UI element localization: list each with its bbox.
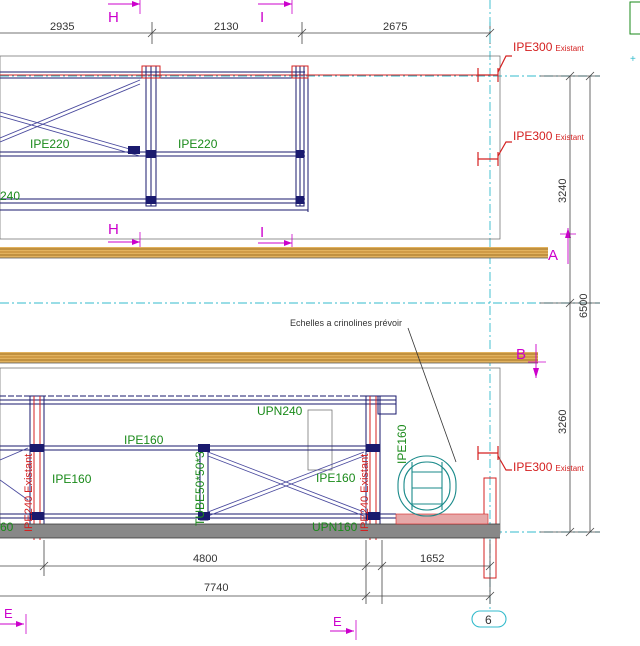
bottom-dimension-lines [0, 540, 495, 604]
upper-bay-outline [0, 55, 501, 240]
dim-bottom-4800: 4800 [193, 553, 217, 565]
beam-label-ipe240-existant-left: IPE240 Existant [23, 454, 35, 532]
dim-right-3240: 3240 [557, 179, 569, 203]
leader-line-ladder [407, 327, 457, 463]
upper-bay-connectors [128, 146, 304, 204]
annotation-ladder: Echelles a crinolines prévoir [290, 318, 402, 328]
beam-label-upn160: UPN160 [312, 520, 358, 534]
section-mark-b: B [516, 344, 546, 378]
dim-right-6500: 6500 [578, 294, 590, 318]
beam-label-upn160-partial: 60 [0, 520, 14, 534]
svg-text:E: E [4, 606, 13, 621]
beam-label-ipe240-existant-right: IPE240 Existant [359, 454, 371, 532]
svg-text:I: I [260, 224, 264, 241]
existing-ipe300-marker-1 [477, 55, 512, 82]
section-mark-e-right: E [330, 614, 357, 640]
beam-label-ipe160-top: IPE160 [124, 433, 164, 447]
svg-text:B: B [516, 346, 526, 363]
lower-bay-outline [0, 367, 501, 535]
beam-label-upn240: UPN240 [257, 404, 303, 418]
svg-text:I: I [260, 9, 264, 26]
beam-label-ipe160-left: IPE160 [52, 472, 92, 486]
section-mark-a: A [548, 228, 576, 264]
dim-right-3260: 3260 [557, 410, 569, 434]
section-mark-e-left: E [0, 606, 27, 634]
svg-text:E: E [333, 614, 342, 629]
section-mark-i-mid: I [258, 224, 293, 250]
beam-label-ipe160-vertical: IPE160 [395, 424, 409, 464]
dim-top-2: 2130 [214, 21, 238, 33]
dim-top-3: 2675 [383, 21, 407, 33]
svg-text:H: H [108, 221, 119, 238]
svg-text:A: A [548, 247, 558, 264]
axis-bubble-6: 6 [471, 610, 507, 628]
upper-bay-bracing [0, 79, 141, 157]
svg-text:H: H [108, 9, 119, 26]
right-dimension-line [540, 71, 600, 537]
dim-bottom-7740: 7740 [204, 582, 228, 594]
section-mark-i-top: I [258, 0, 293, 26]
beam-label-ipe220-right: IPE220 [178, 137, 218, 151]
existing-ipe300-marker-3 [477, 446, 512, 471]
top-right-fragment: + [629, 1, 640, 65]
timber-plank-upper [0, 247, 548, 259]
lower-bay-red-members [33, 396, 497, 579]
beam-label-ipe160-right: IPE160 [316, 471, 356, 485]
svg-text:+: + [630, 54, 636, 65]
dim-bottom-1652: 1652 [420, 553, 444, 565]
svg-text:6: 6 [485, 613, 492, 627]
existing-ipe300-marker-2 [477, 141, 512, 166]
beam-label-240-partial: 240 [0, 189, 20, 203]
dim-top-1: 2935 [50, 21, 74, 33]
lower-bay-connectors [30, 444, 380, 520]
lower-bay-bracing [0, 447, 365, 517]
timber-plank-lower [0, 352, 538, 364]
upper-bay-frame [0, 65, 478, 212]
beam-label-ipe220-left: IPE220 [30, 137, 70, 151]
section-mark-h-mid: H [108, 221, 141, 250]
section-mark-h-top: H [108, 0, 141, 26]
ladder-cage [397, 455, 457, 517]
beam-label-tube: TUBE50*50*3 [193, 451, 207, 526]
floor-slab [0, 513, 500, 539]
